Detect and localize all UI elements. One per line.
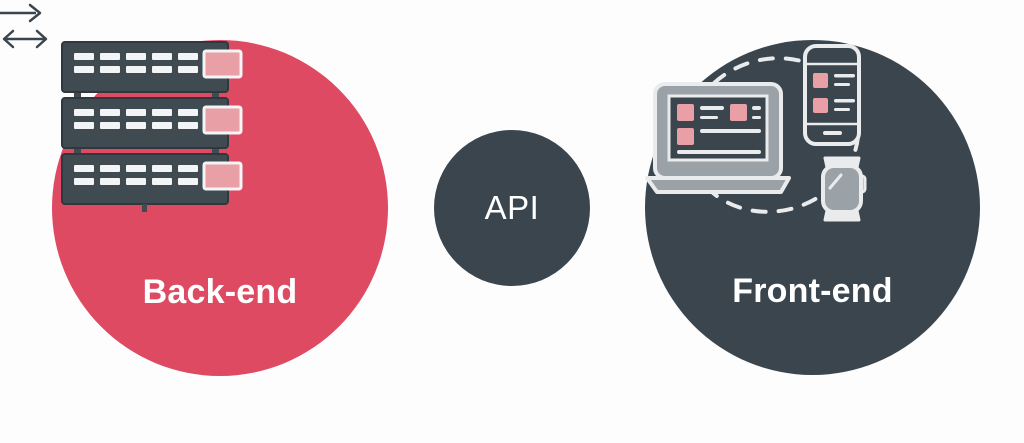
server-stand bbox=[142, 204, 147, 212]
api-label: API bbox=[484, 189, 540, 226]
server-rack-icon bbox=[52, 40, 268, 212]
api-node[interactable]: API bbox=[434, 130, 590, 286]
laptop-icon bbox=[645, 82, 791, 194]
server-unit-1 bbox=[61, 41, 229, 93]
smartwatch-icon bbox=[821, 156, 867, 222]
api-to-frontend-arrow bbox=[0, 26, 50, 52]
frontend-node[interactable]: Front-end bbox=[645, 40, 980, 375]
backend-node[interactable]: Back-end bbox=[52, 40, 388, 376]
backend-label: Back-end bbox=[142, 273, 298, 311]
devices-icon bbox=[645, 40, 900, 230]
backend-to-api-arrow bbox=[0, 0, 44, 26]
server-unit-3 bbox=[61, 153, 229, 205]
frontend-label: Front-end bbox=[732, 272, 893, 310]
smartphone-icon bbox=[803, 44, 861, 146]
server-status-panels bbox=[202, 49, 243, 191]
